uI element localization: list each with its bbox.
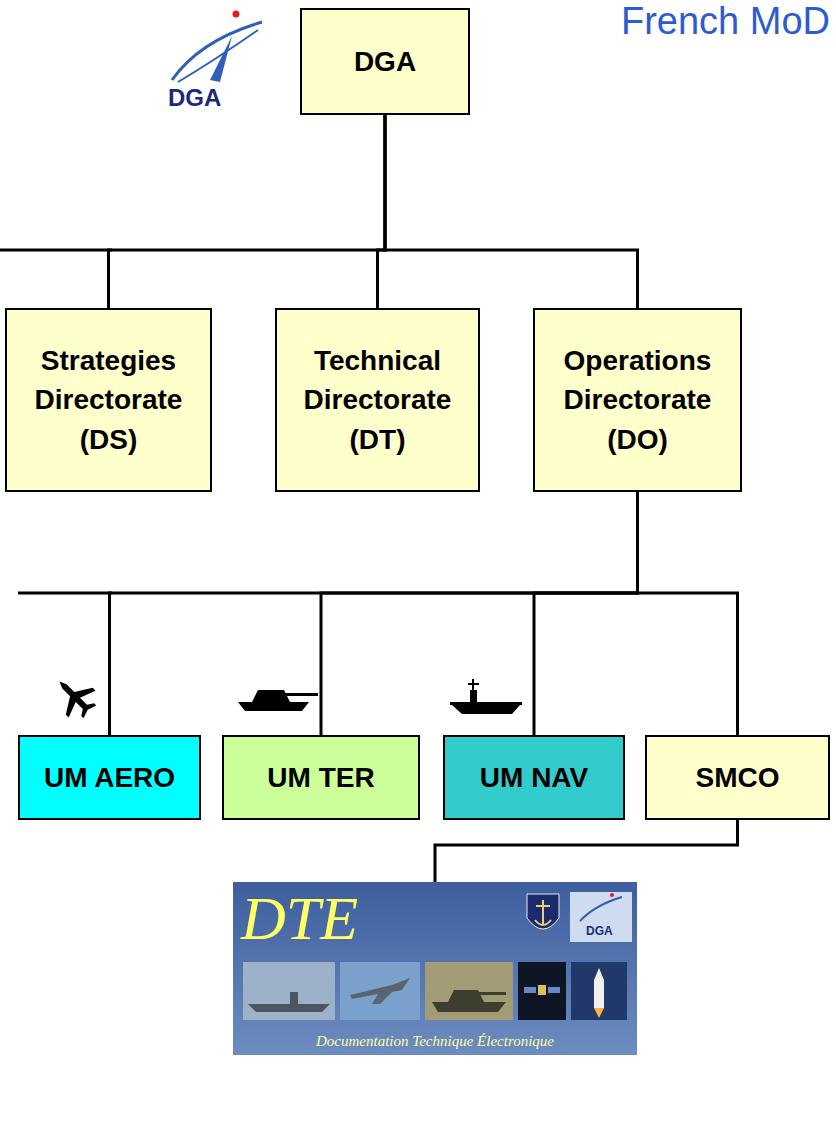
connector	[109, 115, 386, 308]
unit-box: UM TER	[222, 735, 420, 820]
tank-hull	[238, 702, 309, 711]
tank-shape	[448, 990, 484, 1002]
tank-icon	[238, 690, 318, 711]
node-text: Technical Directorate (DT)	[283, 341, 472, 459]
logo-dot	[610, 893, 614, 897]
org-box: Strategies Directorate (DS)	[5, 308, 212, 492]
org-box: DGA	[300, 8, 470, 115]
carrier-shape	[248, 1004, 330, 1012]
ship-hull	[452, 705, 520, 714]
rocket-shape	[594, 968, 604, 1008]
node-text: Strategies Directorate (DS)	[13, 341, 204, 459]
node-text: DTE	[241, 884, 358, 952]
org-box: Technical Directorate (DT)	[275, 308, 480, 492]
carrier-photo	[243, 962, 335, 1020]
connector	[638, 492, 738, 735]
connector	[110, 492, 638, 735]
logo-text: DGA	[586, 925, 613, 937]
connector	[385, 115, 638, 308]
logo-needle	[210, 36, 232, 82]
rocket-flame	[594, 1008, 604, 1018]
emblem-shield	[527, 894, 559, 929]
ship-island	[470, 690, 477, 702]
carrier-shape	[290, 992, 298, 1004]
bus-line	[18, 592, 112, 595]
node-text: UM TER	[267, 758, 374, 797]
unit-box: UM NAV	[443, 735, 625, 820]
node-text: Operations Directorate (DO)	[541, 341, 734, 459]
node-text: UM NAV	[480, 758, 588, 797]
satellite-shape	[548, 987, 560, 993]
tank-photo	[425, 962, 513, 1020]
emblem-anchor	[535, 900, 551, 926]
logo-patch	[570, 892, 632, 942]
logo-dot	[233, 11, 240, 18]
logo-text: DGA	[168, 86, 221, 110]
banner-ground	[233, 882, 637, 1055]
tank-shape	[478, 992, 506, 995]
unit-box: UM AERO	[18, 735, 201, 820]
tank-barrel	[284, 693, 318, 696]
bus-line	[0, 249, 112, 252]
satellite-shape	[538, 985, 546, 995]
connector	[534, 492, 638, 735]
connector	[321, 492, 638, 735]
ship-deck	[450, 702, 522, 705]
node-text: SMCO	[696, 758, 780, 797]
logo-swoosh	[580, 897, 622, 921]
jet-shape	[350, 978, 410, 1004]
tank-shape	[432, 1002, 506, 1012]
logo-swoosh	[178, 30, 258, 82]
dte-banner	[233, 882, 637, 1055]
dga-logo	[172, 11, 262, 83]
unit-box: SMCO	[645, 735, 830, 820]
rocket-photo	[571, 962, 627, 1020]
aircraft-icon	[46, 668, 103, 725]
ship-icon	[450, 679, 522, 714]
connector	[435, 820, 738, 882]
ship-mast	[468, 683, 479, 685]
node-text: DGA	[354, 42, 416, 81]
page-title: French MoD	[621, 2, 830, 40]
satellite-photo	[518, 962, 566, 1020]
dte-banner-box: DTE Documentation Technique Électronique	[233, 882, 637, 1055]
node-text: Documentation Technique Électronique	[316, 1032, 554, 1050]
satellite-shape	[524, 987, 536, 993]
jet-photo	[340, 962, 420, 1020]
org-box: Operations Directorate (DO)	[533, 308, 742, 492]
node-text: UM AERO	[44, 758, 175, 797]
